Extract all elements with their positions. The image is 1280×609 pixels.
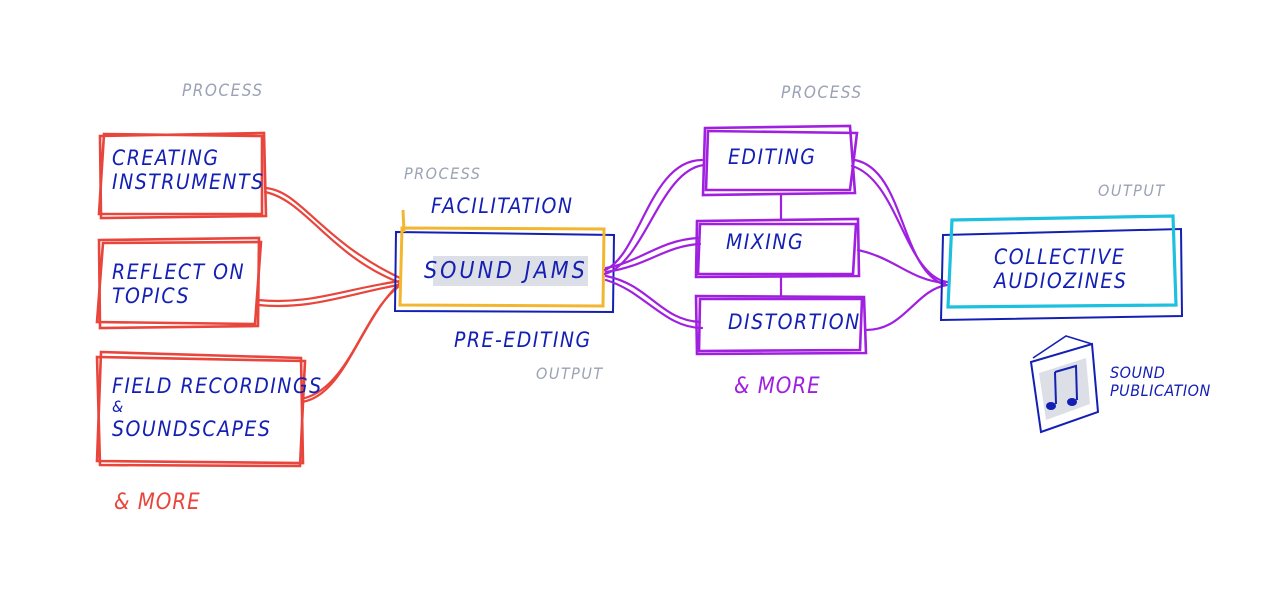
creating-line-1: CREATING [112, 146, 220, 170]
process-label-facilitation: PROCESS [404, 164, 482, 183]
pre-editing-label: PRE-EDITING [454, 328, 592, 352]
input-connectors [256, 186, 402, 404]
connector-to-editing-2 [603, 163, 706, 276]
connector-reflect [256, 279, 402, 303]
audiozines-blue-outline [939, 227, 1184, 322]
edit-boxes [694, 124, 868, 356]
mixing-box [694, 217, 861, 279]
editing-label: EDITING [728, 145, 817, 169]
distortion-box-stroke2 [697, 297, 864, 353]
facilitation-label: FACILITATION [431, 194, 574, 218]
audiozines-line-2: AUDIOZINES [994, 269, 1128, 294]
editing-and-more-label: & MORE [734, 374, 821, 399]
connector-to-distortion [604, 274, 702, 324]
field-line-1: FIELD RECORDINGS [112, 374, 323, 398]
edit-connectors [603, 158, 949, 332]
connector-mixing-out [856, 248, 947, 285]
field-line-2: & [112, 397, 125, 417]
sound-publication-label: SOUND PUBLICATION [1110, 363, 1211, 401]
inputs-and-more-label: & MORE [114, 490, 201, 515]
sound-jams-label: SOUND JAMS [424, 258, 588, 284]
connector-editing-out [853, 158, 947, 287]
reflect-on-topics-label: REFLECT ON TOPICS [112, 260, 245, 308]
publication-line-1: SOUND [1110, 363, 1166, 382]
mixing-box-stroke2 [696, 222, 858, 276]
connector-creating [263, 186, 402, 280]
mixing-label: MIXING [726, 230, 805, 254]
field-line-3: SOUNDSCAPES [112, 416, 272, 441]
distortion-box [694, 294, 868, 356]
editing-box [701, 124, 857, 197]
connector-to-editing [603, 158, 704, 272]
collective-audiozines-label: COLLECTIVE AUDIOZINES [994, 245, 1127, 293]
connector-editing-out-2 [850, 164, 949, 284]
input-boxes [95, 131, 307, 468]
field-box-stroke2 [95, 355, 307, 468]
connector-field-2 [303, 285, 400, 400]
editing-box-stroke2 [704, 129, 859, 192]
output-label-pre-editing: OUTPUT [536, 364, 604, 383]
audiozines-box [939, 214, 1184, 322]
process-label-inputs: PROCESS [182, 81, 264, 101]
audiozines-cyan-outline [946, 214, 1178, 309]
creating-instruments-label: CREATING INSTRUMENTS [112, 146, 265, 194]
distortion-label: DISTORTION [728, 310, 861, 334]
field-recordings-label: FIELD RECORDINGS & SOUNDSCAPES [112, 374, 323, 441]
sound-jams-highlight [433, 256, 588, 286]
reflect-line-2: TOPICS [112, 284, 190, 309]
connector-distortion-out [864, 283, 949, 332]
creating-line-2: INSTRUMENTS [112, 170, 265, 195]
connector-to-mixing [604, 236, 700, 270]
sound-jams-yellow-outline [398, 226, 606, 308]
connector-to-distortion-2 [604, 278, 704, 330]
sound-jams-blue-outline [393, 230, 616, 314]
creating-box-stroke2 [97, 132, 264, 216]
music-note-booklet-icon [1029, 335, 1100, 434]
output-label-audiozines: OUTPUT [1098, 181, 1166, 200]
reflect-line-1: REFLECT ON [112, 260, 246, 284]
connector-to-mixing-2 [604, 242, 702, 274]
sound-jams-box [393, 209, 616, 314]
audiozines-line-1: COLLECTIVE [994, 245, 1126, 269]
connector-creating-2 [263, 190, 400, 284]
sound-jams-yellow-tick [401, 209, 406, 233]
reflect-box-stroke2 [95, 240, 263, 326]
process-label-editing: PROCESS [781, 83, 863, 103]
publication-line-2: PUBLICATION [1110, 381, 1211, 401]
connector-reflect-2 [256, 283, 400, 308]
